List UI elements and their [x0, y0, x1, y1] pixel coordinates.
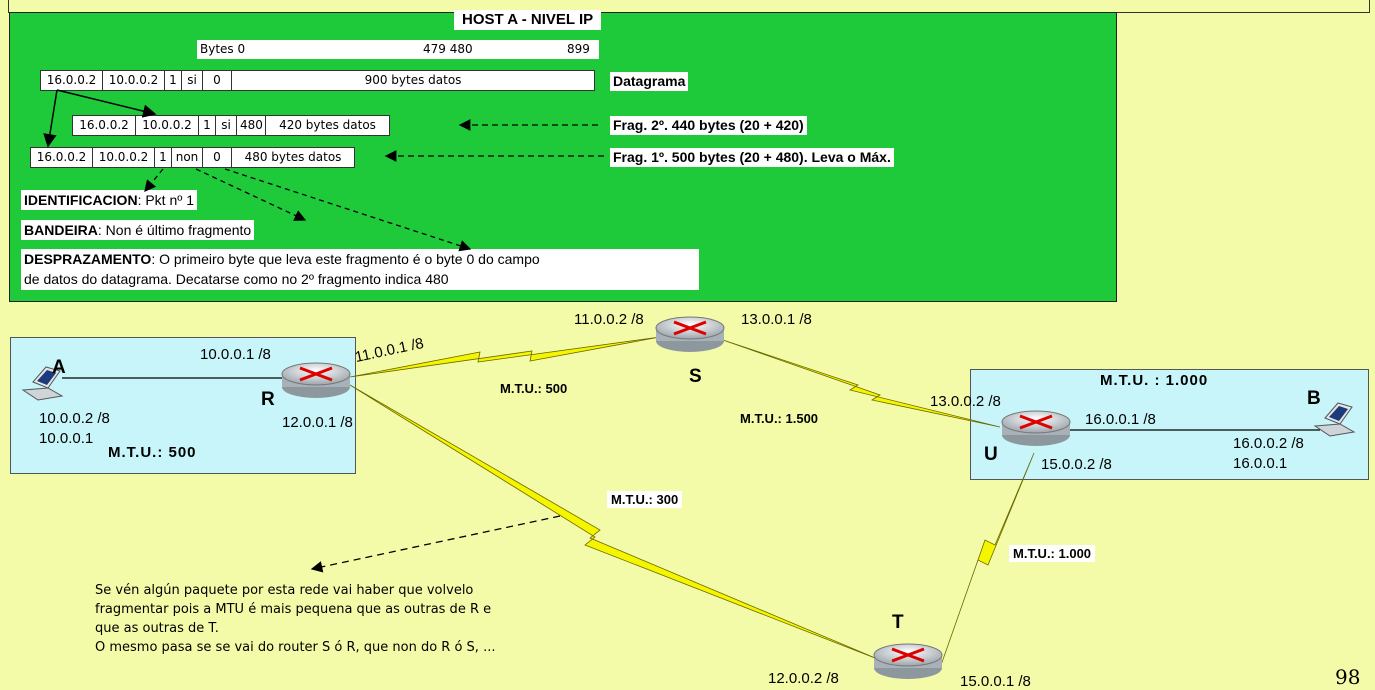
f2-dst: 16.0.0.2: [73, 116, 136, 135]
ip-a-gw: 10.0.0.1 /8: [200, 346, 271, 363]
node-b-label: B: [1307, 388, 1321, 409]
note-line-1: Se vén algún paquete por esta rede vai h…: [95, 583, 474, 598]
mtu-lan-b: M.T.U. : 1.000: [1100, 372, 1209, 389]
explanation-note: Se vén algún paquete por esta rede vai h…: [95, 581, 655, 657]
note-line-3: que as outras de T.: [95, 621, 219, 636]
arrow-to-frag1: [43, 89, 58, 148]
ip-u-b: 16.0.0.1 /8: [1085, 411, 1156, 428]
ip-a: 10.0.0.2 /8: [39, 410, 110, 427]
fragment-1-label: Frag. 1º. 500 bytes (20 + 480). Leva o M…: [610, 148, 894, 167]
dg-dst: 16.0.0.2: [41, 71, 103, 90]
router-s-icon: [655, 316, 725, 352]
bandeira-label: BANDEIRA: Non é último fragmento: [21, 220, 255, 240]
bytes-ruler: Bytes 0 479 480 899: [197, 40, 599, 59]
ruler-start: Bytes 0: [200, 42, 246, 56]
ip-b: 16.0.0.2 /8: [1233, 435, 1304, 452]
identificacion-label: IDENTIFICACION: Pkt nº 1: [21, 190, 198, 210]
ip-t-u: 15.0.0.1 /8: [960, 673, 1031, 690]
desprazamento-box: DESPRAZAMENTO: O primeiro byte que leva …: [21, 249, 699, 290]
mtu-r-s: M.T.U.: 500: [500, 381, 568, 396]
fragment-2-packet: 16.0.0.2 10.0.0.2 1 si 480 420 bytes dat…: [72, 115, 390, 136]
f1-id: 1: [155, 148, 172, 167]
node-a-label: A: [52, 357, 66, 378]
mtu-lan-a: M.T.U.: 500: [108, 444, 197, 461]
mtu-s-u: M.T.U.: 1.500: [740, 411, 819, 426]
dg-offset: 0: [203, 71, 232, 90]
dg-flag: si: [182, 71, 203, 90]
f1-data: 480 bytes datos: [244, 150, 342, 164]
fragment-2-label: Frag. 2º. 440 bytes (20 + 420): [610, 116, 807, 135]
f2-flag: si: [216, 116, 237, 135]
id-pointer: [144, 168, 164, 193]
node-u-label: U: [984, 444, 998, 465]
f2-offset: 480: [237, 116, 266, 135]
note-pointer: [310, 515, 561, 573]
ruler-end: 899: [567, 42, 590, 56]
ip-t-r: 12.0.0.2 /8: [768, 670, 839, 687]
f2-id: 1: [199, 116, 216, 135]
ip-s-u: 13.0.0.1 /8: [741, 311, 812, 328]
flag-pointer: [195, 168, 307, 221]
datagram-label: Datagrama: [610, 72, 689, 91]
f1-src: 10.0.0.2: [93, 148, 155, 167]
ruler-mid: 479 480: [423, 42, 473, 56]
f2-src: 10.0.0.2: [136, 116, 199, 135]
node-t-label: T: [892, 612, 904, 633]
host-panel-title: HOST A - NIVEL IP: [454, 10, 602, 30]
offset-pointer: [224, 168, 472, 252]
laptop-b-icon: [1313, 402, 1356, 437]
link-s-u: [719, 338, 1001, 428]
f1-dst: 16.0.0.2: [31, 148, 93, 167]
page-number: 98: [1335, 665, 1361, 689]
ip-s-r: 11.0.0.2 /8: [574, 311, 644, 328]
dg-src: 10.0.0.2: [103, 71, 165, 90]
mtu-r-t: M.T.U.: 300: [607, 491, 683, 508]
router-t-icon: [873, 643, 943, 679]
ip-a-2: 10.0.0.1: [39, 430, 94, 447]
note-line-2: fragmentar pois a MTU é mais pequena que…: [95, 602, 492, 617]
f1-flag: non: [172, 148, 203, 167]
lan-a: [10, 337, 356, 474]
ip-u-t: 15.0.0.2 /8: [1041, 456, 1112, 473]
f2-data: 420 bytes datos: [279, 118, 376, 132]
node-r-label: R: [261, 389, 275, 410]
node-s-label: S: [689, 366, 702, 387]
note-line-4: O mesmo pasa se se vai do router S ó R, …: [95, 640, 496, 655]
router-r-icon: [281, 362, 351, 398]
ip-b-2: 16.0.0.1: [1233, 455, 1288, 472]
ip-u-s: 13.0.0.2 /8: [930, 393, 1001, 410]
dg-data: 900 bytes datos: [364, 73, 462, 87]
fragment-1-packet: 16.0.0.2 10.0.0.2 1 non 0 480 bytes dato…: [30, 147, 355, 168]
desprazamento-line2: de datos do datagrama. Decatarse como no…: [21, 269, 699, 289]
datagram-packet: 16.0.0.2 10.0.0.2 1 si 0 900 bytes datos: [40, 70, 595, 91]
mtu-u-t: M.T.U.: 1.000: [1009, 545, 1096, 562]
router-u-icon: [1001, 410, 1071, 446]
desprazamento-line1: DESPRAZAMENTO: O primeiro byte que leva …: [21, 249, 699, 269]
ip-r-t: 12.0.0.1 /8: [282, 414, 353, 431]
arrow-to-frag2: [56, 89, 157, 118]
f1-offset: 0: [203, 148, 232, 167]
laptop-a-icon: [21, 366, 64, 401]
dg-id: 1: [165, 71, 182, 90]
